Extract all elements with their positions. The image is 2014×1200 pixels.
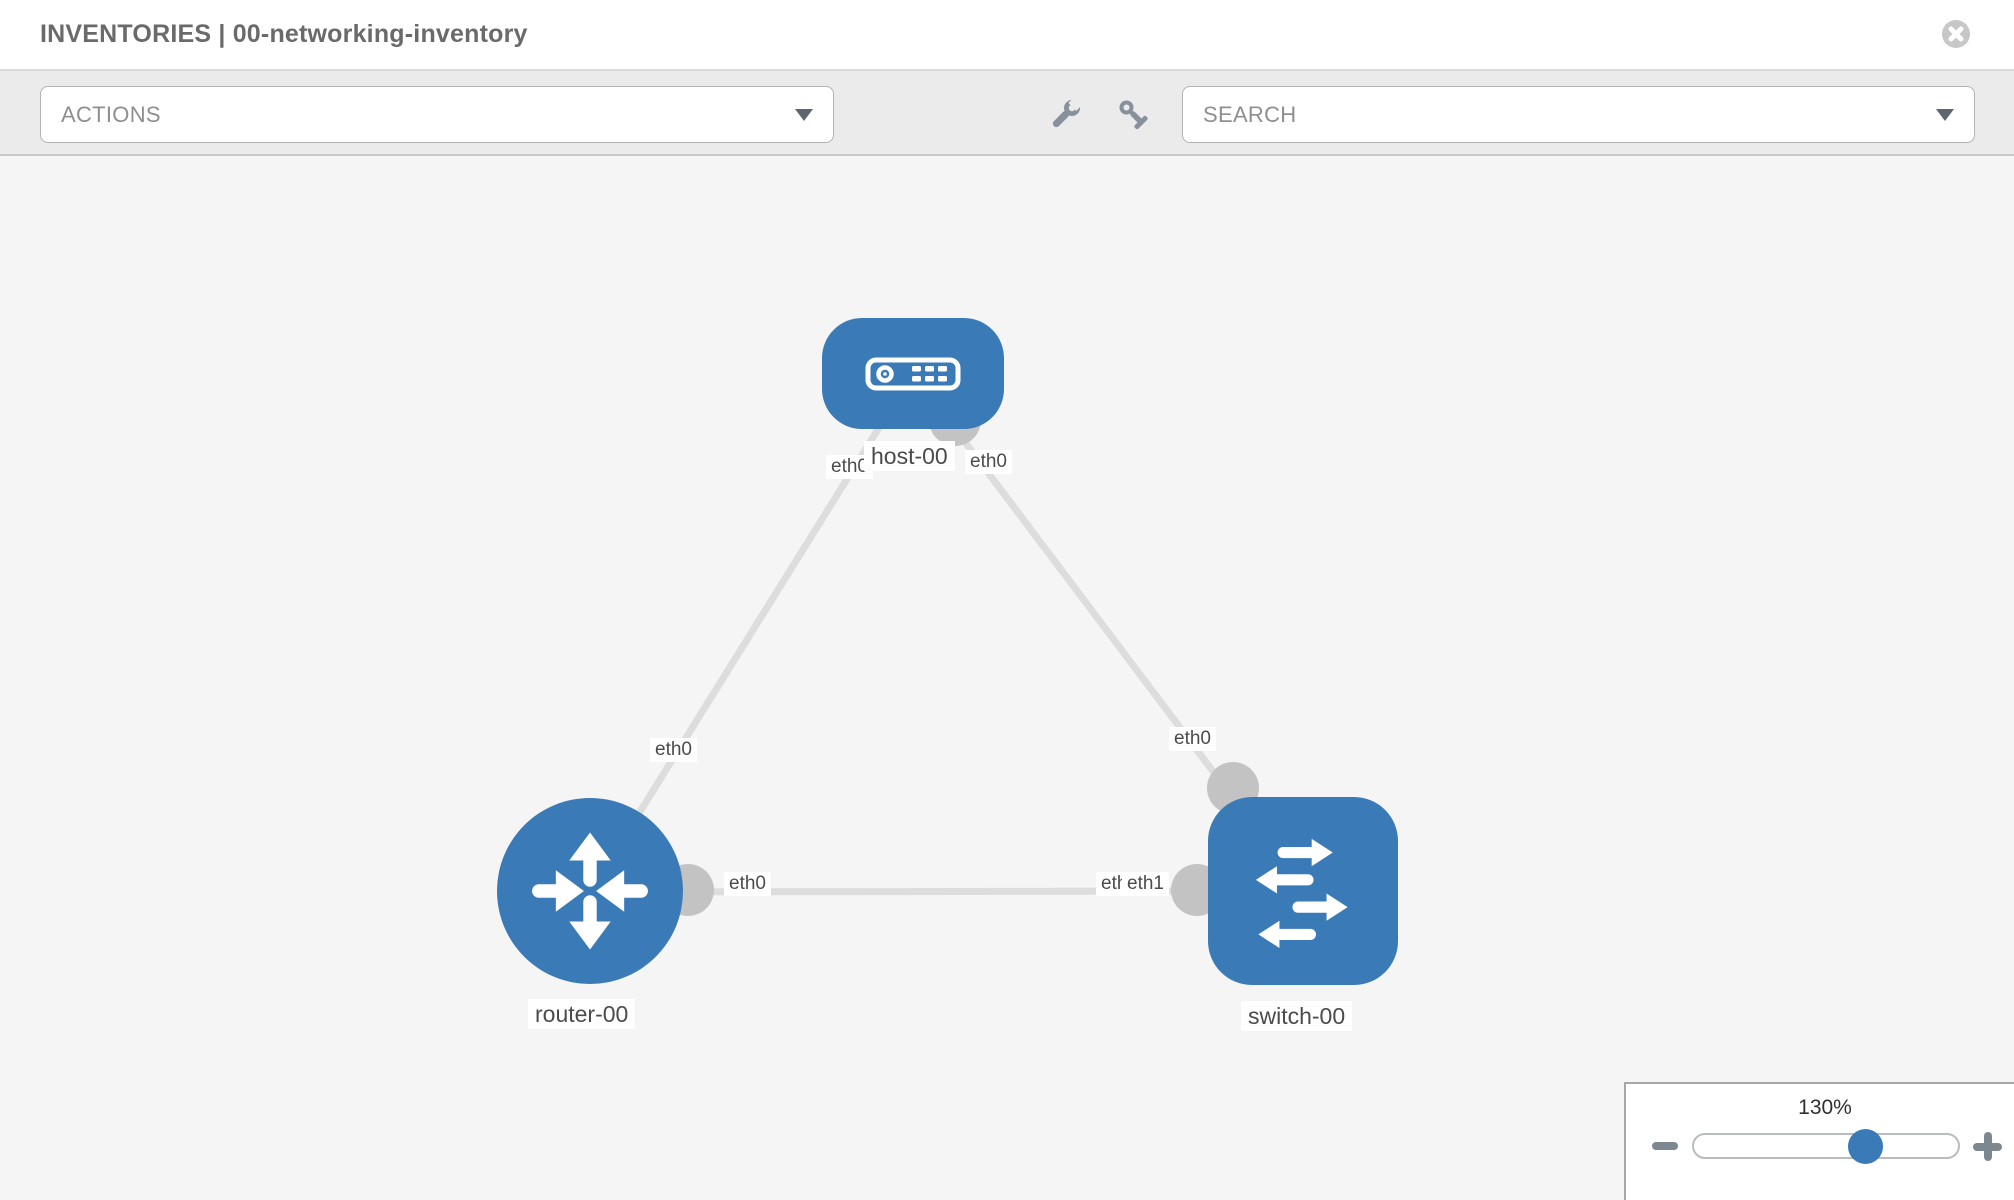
node-switch-00[interactable] [1208,797,1398,985]
router-icon [532,832,648,950]
close-button[interactable] [1942,20,1970,48]
key-button[interactable] [1116,97,1150,131]
wrench-icon [1052,93,1086,128]
node-label-switch: switch-00 [1241,1001,1353,1032]
topology-edges [587,370,1306,896]
toolbar: ACTIONS SEARCH [0,71,2014,156]
zoom-slider-thumb[interactable] [1848,1129,1883,1164]
host-icon [865,357,961,390]
plus-icon-bar [1983,1132,1992,1161]
topology-canvas[interactable]: host-00 router-00 switch-00 eth0 eth0 et… [0,156,2014,1200]
zoom-level-value: 130% [1798,1096,1852,1119]
search-placeholder: SEARCH [1203,101,1297,127]
plus-icon[interactable] [1973,1132,2002,1161]
key-icon [1119,100,1148,130]
interface-label-host-to-router: eth0 [826,455,873,479]
interface-label-switch-eth1: eth1 [1122,872,1169,896]
page-header: INVENTORIES | 00-networking-inventory [0,0,2014,71]
node-label-host: host-00 [864,441,955,472]
search-dropdown[interactable]: SEARCH [1182,86,1975,143]
actions-dropdown[interactable]: ACTIONS [40,86,834,143]
interface-label-router-to-switch: eth0 [724,872,771,896]
zoom-panel: 130% [1624,1082,2014,1200]
close-icon [1942,20,1970,48]
interface-label-router-to-host: eth0 [650,738,697,762]
interface-label-switch-to-host: eth0 [1169,727,1216,751]
actions-dropdown-label: ACTIONS [61,101,161,127]
page-title: INVENTORIES | 00-networking-inventory [40,20,528,48]
chevron-down-icon [1936,108,1954,121]
chevron-down-icon [795,108,813,121]
node-label-router: router-00 [528,999,636,1030]
minus-icon[interactable] [1652,1142,1678,1150]
tools-button[interactable] [1049,93,1086,131]
node-host-00[interactable] [822,318,1004,429]
switch-icon [1255,838,1348,949]
interface-label-host-to-switch: eth0 [965,450,1012,474]
zoom-slider-track[interactable] [1692,1133,1960,1159]
node-router-00[interactable] [497,798,683,984]
